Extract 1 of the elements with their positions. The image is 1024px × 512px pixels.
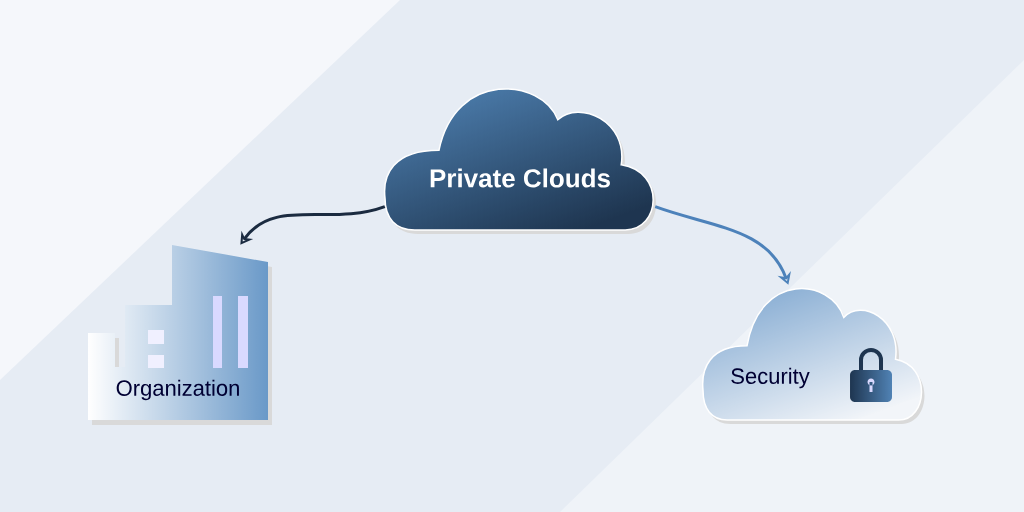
arrow <box>240 205 386 245</box>
